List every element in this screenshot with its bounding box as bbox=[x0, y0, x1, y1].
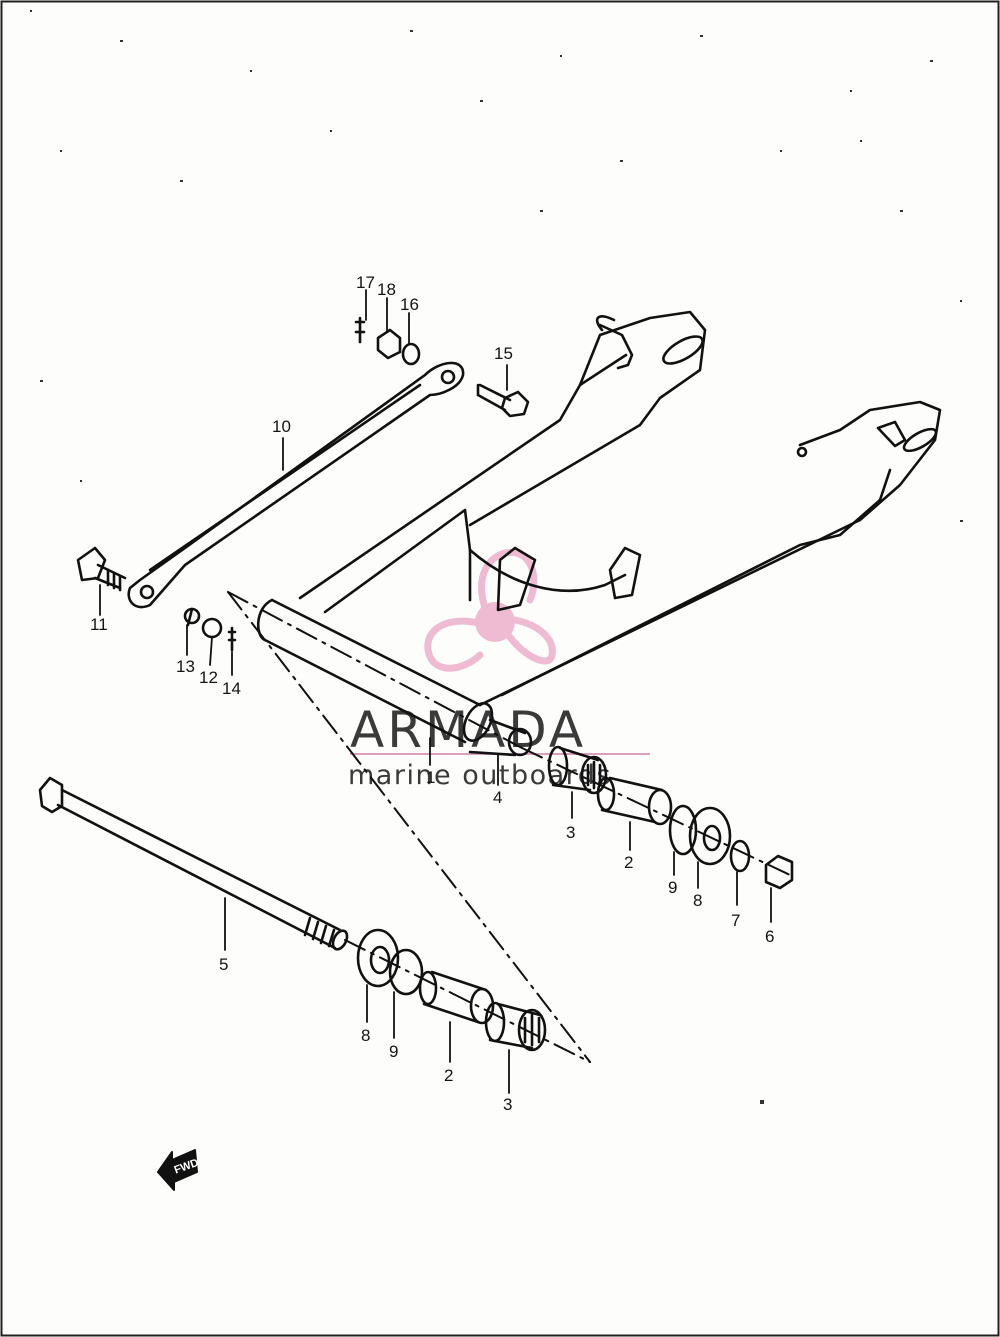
scan-noise bbox=[30, 10, 963, 1104]
callout-9-lower: 9 bbox=[389, 1042, 398, 1061]
seal-8-lower bbox=[356, 928, 400, 988]
callout-16: 16 bbox=[400, 295, 419, 314]
bushing-lower bbox=[418, 970, 495, 1025]
callout-18: 18 bbox=[377, 280, 396, 299]
small-parts-12-13-14 bbox=[183, 607, 237, 652]
callout-17: 17 bbox=[356, 273, 375, 292]
callout-10: 10 bbox=[272, 417, 291, 436]
bearing-upper bbox=[547, 745, 608, 795]
bushing-upper bbox=[596, 776, 673, 826]
bolt-11 bbox=[76, 546, 127, 592]
callout-14: 14 bbox=[222, 679, 241, 698]
callout-6: 6 bbox=[765, 927, 774, 946]
callout-12: 12 bbox=[199, 668, 218, 687]
callout-11: 11 bbox=[90, 615, 108, 634]
forward-arrow-icon: FWD bbox=[157, 1149, 200, 1191]
bearing-lower bbox=[484, 1001, 547, 1052]
callout-3-upper: 3 bbox=[566, 823, 575, 842]
propeller-icon bbox=[424, 548, 556, 672]
callout-5: 5 bbox=[219, 955, 228, 974]
callout-2-upper: 2 bbox=[624, 853, 633, 872]
callout-13: 13 bbox=[176, 657, 195, 676]
nut-6 bbox=[764, 854, 794, 890]
assembly-centerlines bbox=[227, 591, 791, 1063]
hardware-16-17-18 bbox=[354, 316, 421, 366]
callout-7: 7 bbox=[731, 911, 740, 930]
callout-3-lower: 3 bbox=[503, 1095, 512, 1114]
watermark-title: ARMADA bbox=[350, 701, 586, 759]
callout-9-upper: 9 bbox=[668, 878, 677, 897]
callout-8-upper: 8 bbox=[693, 891, 702, 910]
washer-7 bbox=[729, 839, 751, 873]
callout-4: 4 bbox=[493, 788, 502, 807]
leader-lines bbox=[99, 289, 772, 1094]
callout-15: 15 bbox=[494, 344, 513, 363]
torque-link bbox=[127, 361, 465, 609]
callout-1: 1 bbox=[426, 768, 435, 787]
washer-9-upper bbox=[668, 804, 698, 856]
callout-labels: 10 11 13 12 14 15 17 18 16 1 4 3 2 9 8 7… bbox=[90, 273, 774, 1114]
callout-8-lower: 8 bbox=[361, 1026, 370, 1045]
pivot-shaft bbox=[38, 776, 349, 951]
callout-2-lower: 2 bbox=[444, 1066, 453, 1085]
bolt-15 bbox=[476, 383, 530, 418]
swingarm bbox=[257, 310, 942, 744]
washer-9-lower bbox=[388, 948, 424, 996]
seal-8-upper bbox=[688, 806, 732, 866]
